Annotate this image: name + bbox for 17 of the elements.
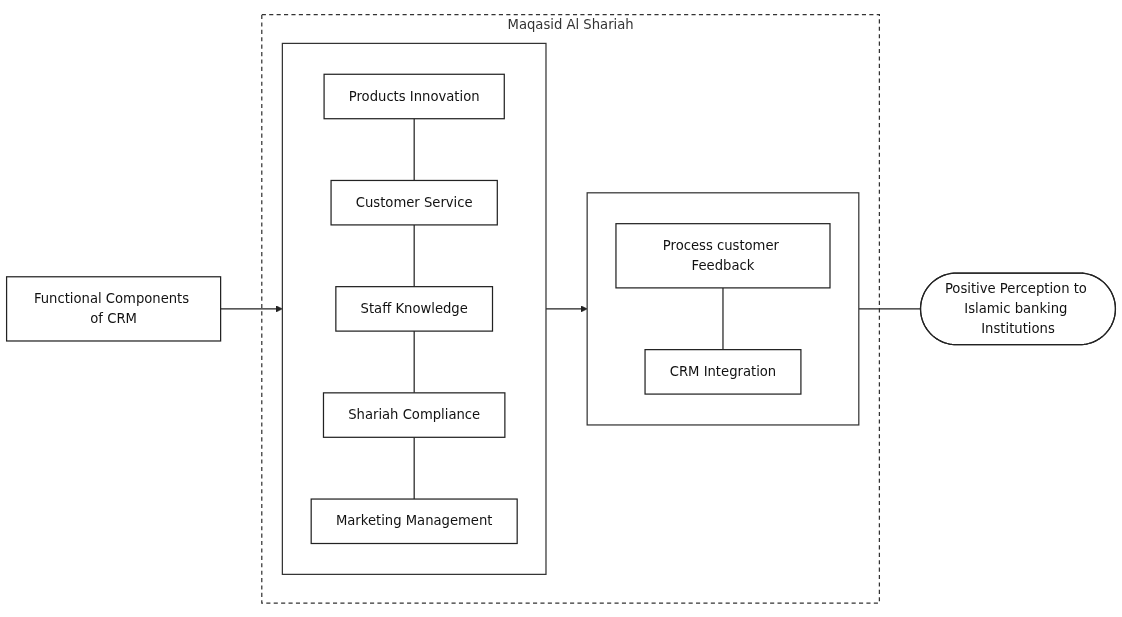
connector [413,117,415,181]
node-box: Products Innovation [323,73,505,119]
connector [413,330,415,394]
arrow [220,304,283,313]
node-box: Marketing Management [310,498,518,544]
connector [413,436,415,500]
node-box: Shariah Compliance [322,391,506,438]
cluster [586,191,860,426]
arrow [545,304,588,313]
cluster [281,42,547,575]
node-box: CRM Integration [644,348,802,395]
node-box: Functional Components of CRM [5,275,222,342]
node-box: Customer Service [330,179,498,226]
connector [413,223,415,287]
node-box: Process customer Feedback [615,222,831,289]
connector [722,286,724,350]
node-box: Staff Knowledge [335,285,494,332]
